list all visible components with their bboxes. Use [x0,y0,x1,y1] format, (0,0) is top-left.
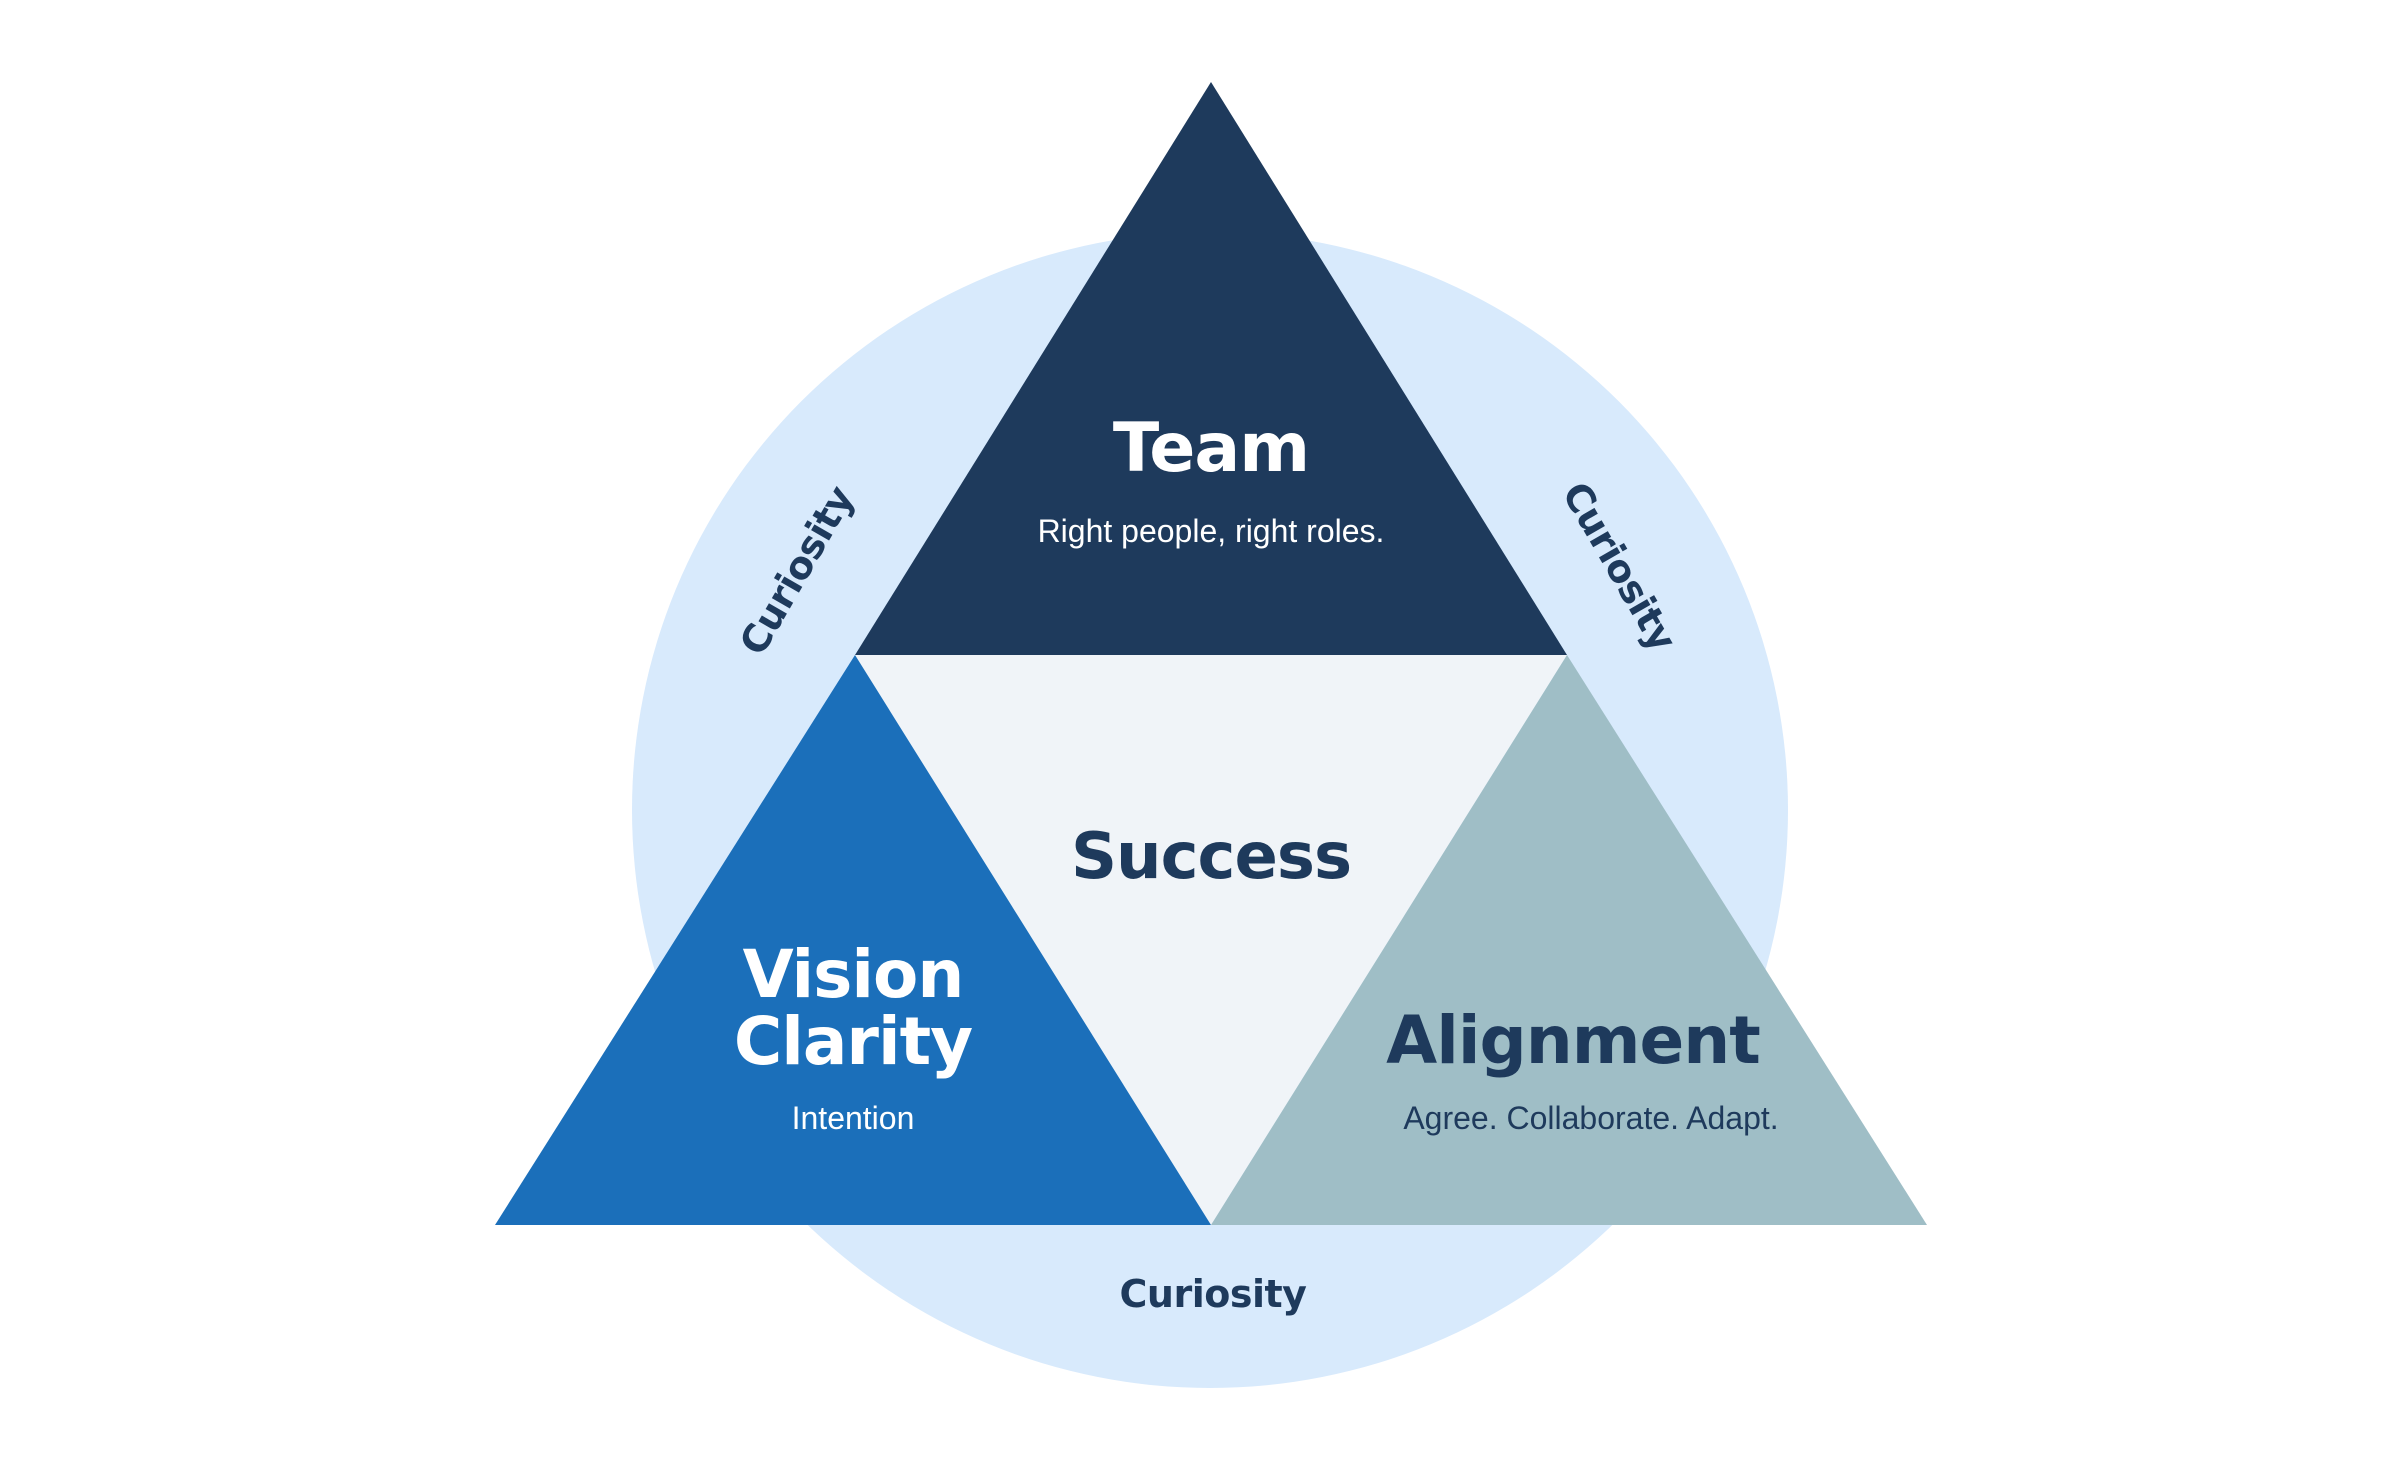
alignment-title: Alignment [1386,1002,1760,1079]
vision-subtitle: Intention [792,1100,915,1136]
alignment-subtitle: Agree. Collaborate. Adapt. [1403,1100,1778,1136]
vision-clarity-triangle [495,655,1211,1225]
team-title: Team [1113,409,1309,488]
vision-title-line2: Clarity [734,1003,972,1080]
team-triangle [855,82,1567,655]
vision-title-line1: Vision [743,936,964,1013]
alignment-triangle [1211,655,1927,1225]
success-triangle [855,655,1567,1225]
team-subtitle: Right people, right roles. [1038,513,1385,549]
success-title: Success [1071,820,1351,894]
curiosity-label-bottom: Curiosity [1120,1272,1308,1316]
